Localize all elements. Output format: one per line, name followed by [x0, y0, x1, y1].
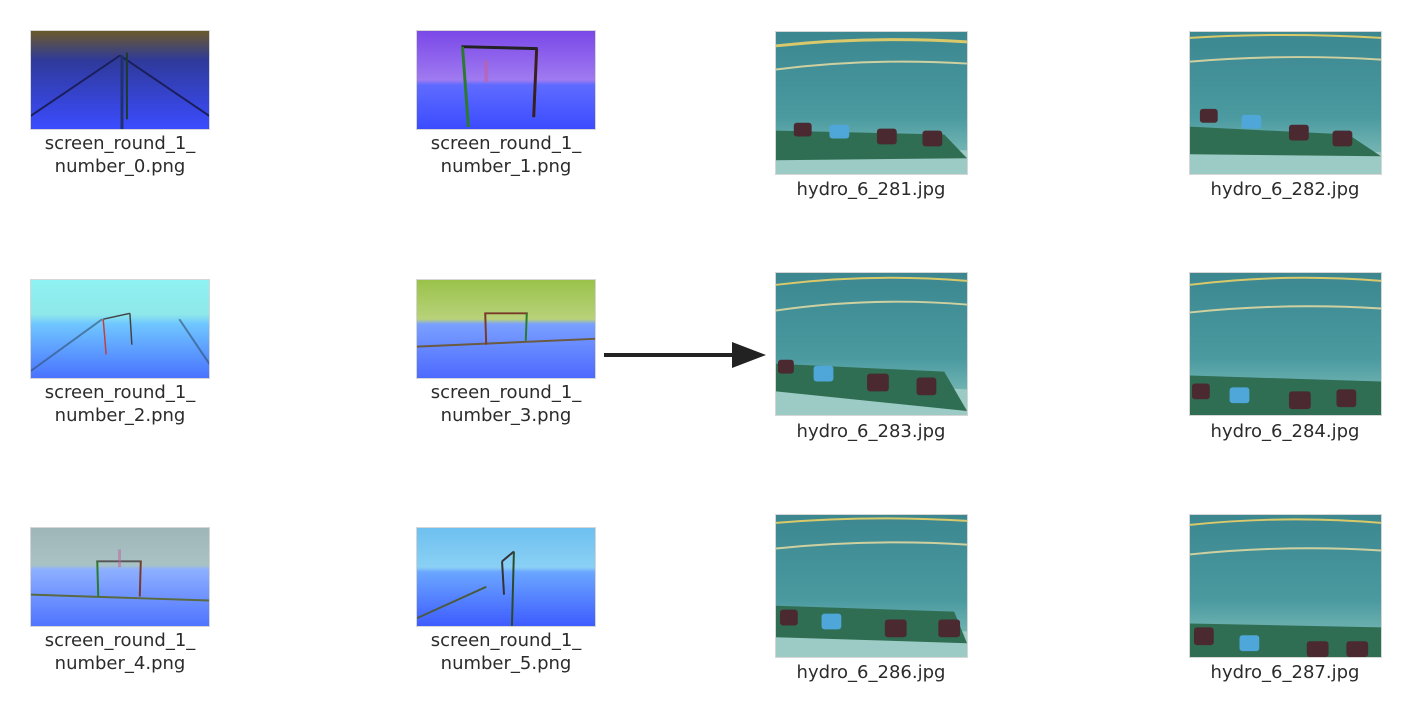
file-name: screen_round_1_ number_4.png	[44, 630, 196, 674]
file-name: hydro_6_287.jpg	[1210, 662, 1360, 683]
underwater-buckets-photo-icon[interactable]	[775, 514, 968, 658]
sim-gate-grey-sky-image-icon[interactable]	[30, 527, 210, 627]
file-name: screen_round_1_ number_0.png	[44, 133, 196, 177]
file-name: hydro_6_286.jpg	[796, 662, 946, 683]
sim-gate-blue-sky-image-icon[interactable]	[416, 527, 596, 627]
sim-gate-cyan-image-icon[interactable]	[30, 279, 210, 379]
file-name: hydro_6_282.jpg	[1210, 179, 1360, 200]
underwater-buckets-photo-icon[interactable]	[775, 272, 968, 416]
underwater-buckets-photo-icon[interactable]	[1189, 272, 1382, 416]
file-name: hydro_6_284.jpg	[1210, 421, 1360, 442]
underwater-buckets-photo-icon[interactable]	[1189, 31, 1382, 175]
sim-gate-purple-sky-image-icon[interactable]	[416, 30, 596, 130]
file-name: hydro_6_281.jpg	[796, 179, 946, 200]
underwater-buckets-photo-icon[interactable]	[775, 31, 968, 175]
file-name: screen_round_1_ number_2.png	[44, 382, 196, 426]
file-name: screen_round_1_ number_3.png	[430, 382, 582, 426]
file-name: screen_round_1_ number_5.png	[430, 630, 582, 674]
sim-pool-lane-image-icon[interactable]	[30, 30, 210, 130]
right-arrow-icon	[600, 338, 770, 372]
underwater-buckets-photo-icon[interactable]	[1189, 514, 1382, 658]
file-name: hydro_6_283.jpg	[796, 421, 946, 442]
sim-gate-green-sky-image-icon[interactable]	[416, 279, 596, 379]
file-name: screen_round_1_ number_1.png	[430, 133, 582, 177]
